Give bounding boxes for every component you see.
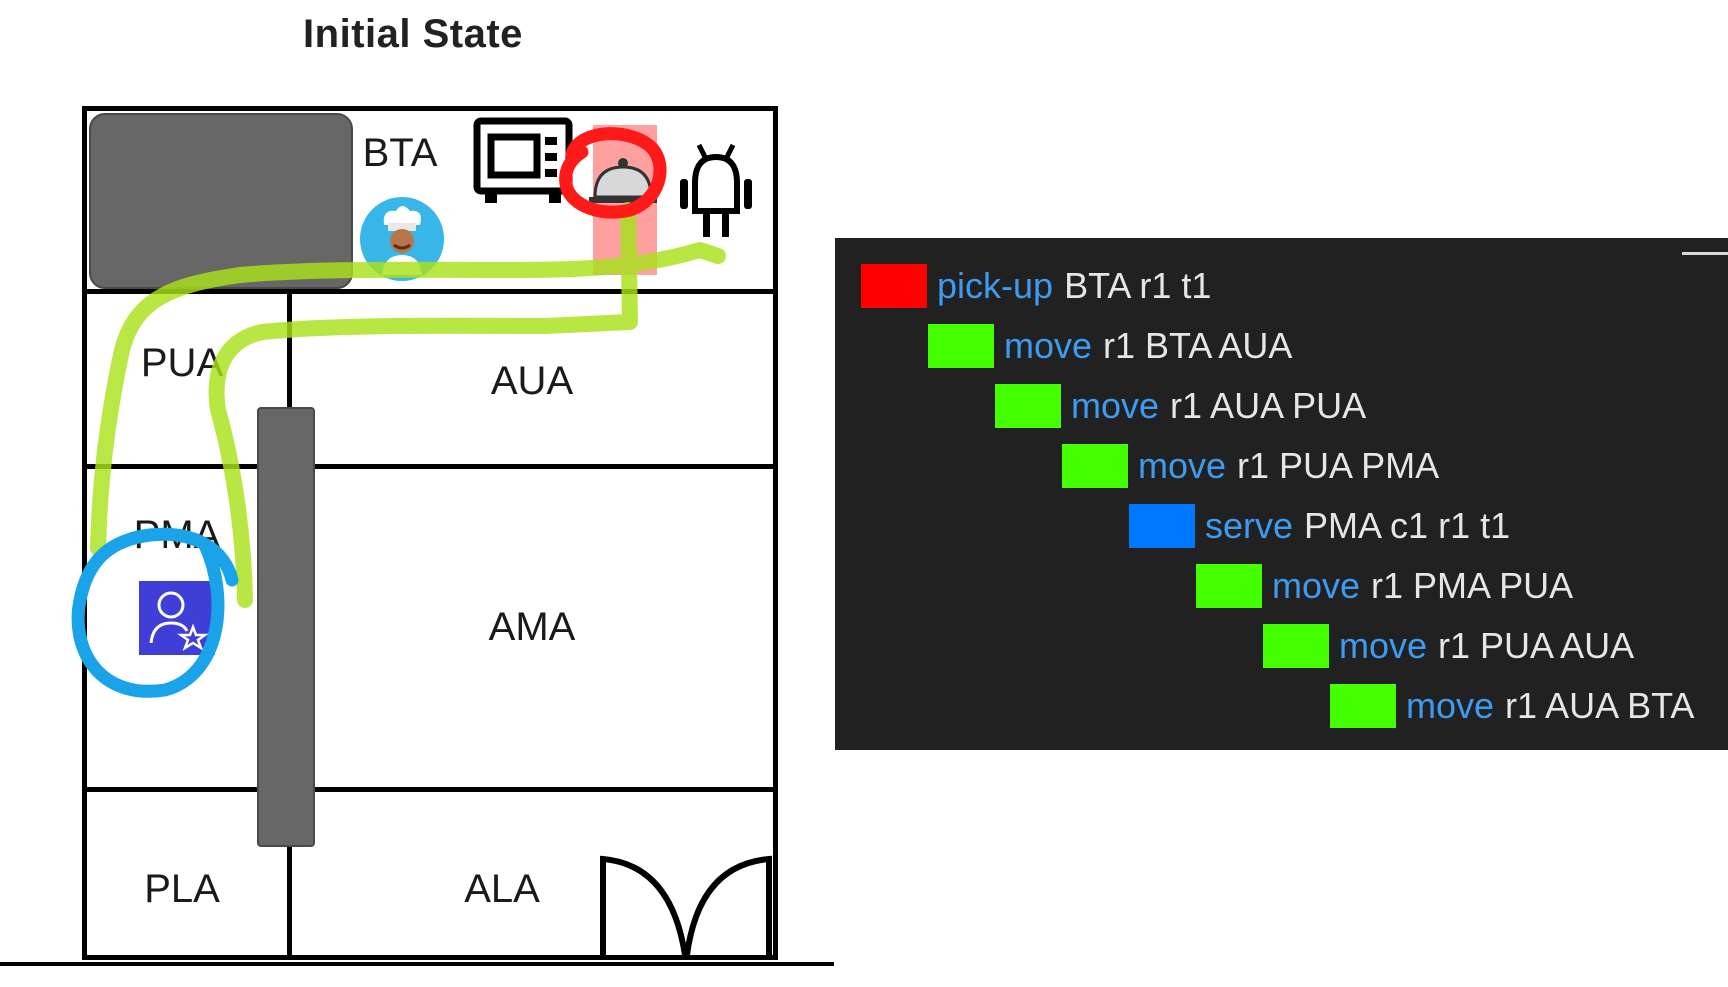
- step-args: r1 BTA AUA: [1103, 325, 1293, 366]
- zone-ama-label: AMA: [488, 605, 576, 649]
- step-color-swatch: [995, 384, 1061, 428]
- chef-icon: [360, 197, 444, 281]
- step-color-swatch: [1263, 624, 1329, 668]
- zone-pma-label: PMA: [133, 513, 221, 557]
- step-color-swatch: [1330, 684, 1396, 728]
- zone-pua-label: PUA: [140, 341, 224, 385]
- step-action: pick-up: [937, 265, 1054, 306]
- wall-lower-divider: [287, 787, 292, 955]
- wall-upper-row: [87, 464, 773, 469]
- food-cloche-icon: [589, 125, 657, 275]
- zone-pla-label: PLA: [144, 867, 220, 911]
- zone-ala-label: ALA: [464, 867, 540, 911]
- step-action: serve: [1205, 505, 1294, 546]
- step-color-swatch: [1129, 504, 1195, 548]
- step-color-swatch: [861, 264, 927, 308]
- step-color-swatch: [1062, 444, 1128, 488]
- step-action: move: [1004, 325, 1093, 366]
- step-color-swatch: [928, 324, 994, 368]
- step-args: r1 AUA PUA: [1170, 385, 1367, 426]
- step-args: r1 AUA BTA: [1505, 685, 1695, 726]
- step-args: r1 PUA PMA: [1237, 445, 1440, 486]
- step-args: r1 PMA PUA: [1371, 565, 1574, 606]
- microwave-icon: [473, 117, 573, 203]
- step-action: move: [1406, 685, 1495, 726]
- customer-icon: [139, 581, 215, 655]
- zone-aua-label: AUA: [490, 359, 574, 403]
- robot-icon: [680, 143, 752, 237]
- panel-rule: [1682, 252, 1728, 255]
- kitchen-counter: [89, 113, 353, 289]
- step-action: move: [1272, 565, 1361, 606]
- zone-bta-label: BTA: [362, 131, 438, 175]
- step-args: PMA c1 r1 t1: [1304, 505, 1511, 546]
- step-color-swatch: [1196, 564, 1262, 608]
- floor-plan: BTA PUA AUA PMA AMA PLA ALA: [82, 106, 778, 960]
- step-args: BTA r1 t1: [1064, 265, 1212, 306]
- baseline-rule: [0, 962, 834, 966]
- step-action: move: [1339, 625, 1428, 666]
- wall-lower-row: [87, 787, 773, 792]
- step-args: r1 PUA AUA: [1438, 625, 1635, 666]
- door-icon: [600, 855, 772, 956]
- step-action: move: [1138, 445, 1227, 486]
- aisle-partition: [257, 407, 315, 847]
- wall-top-row: [87, 289, 773, 294]
- step-action: move: [1071, 385, 1160, 426]
- diagram-title: Initial State: [303, 12, 523, 56]
